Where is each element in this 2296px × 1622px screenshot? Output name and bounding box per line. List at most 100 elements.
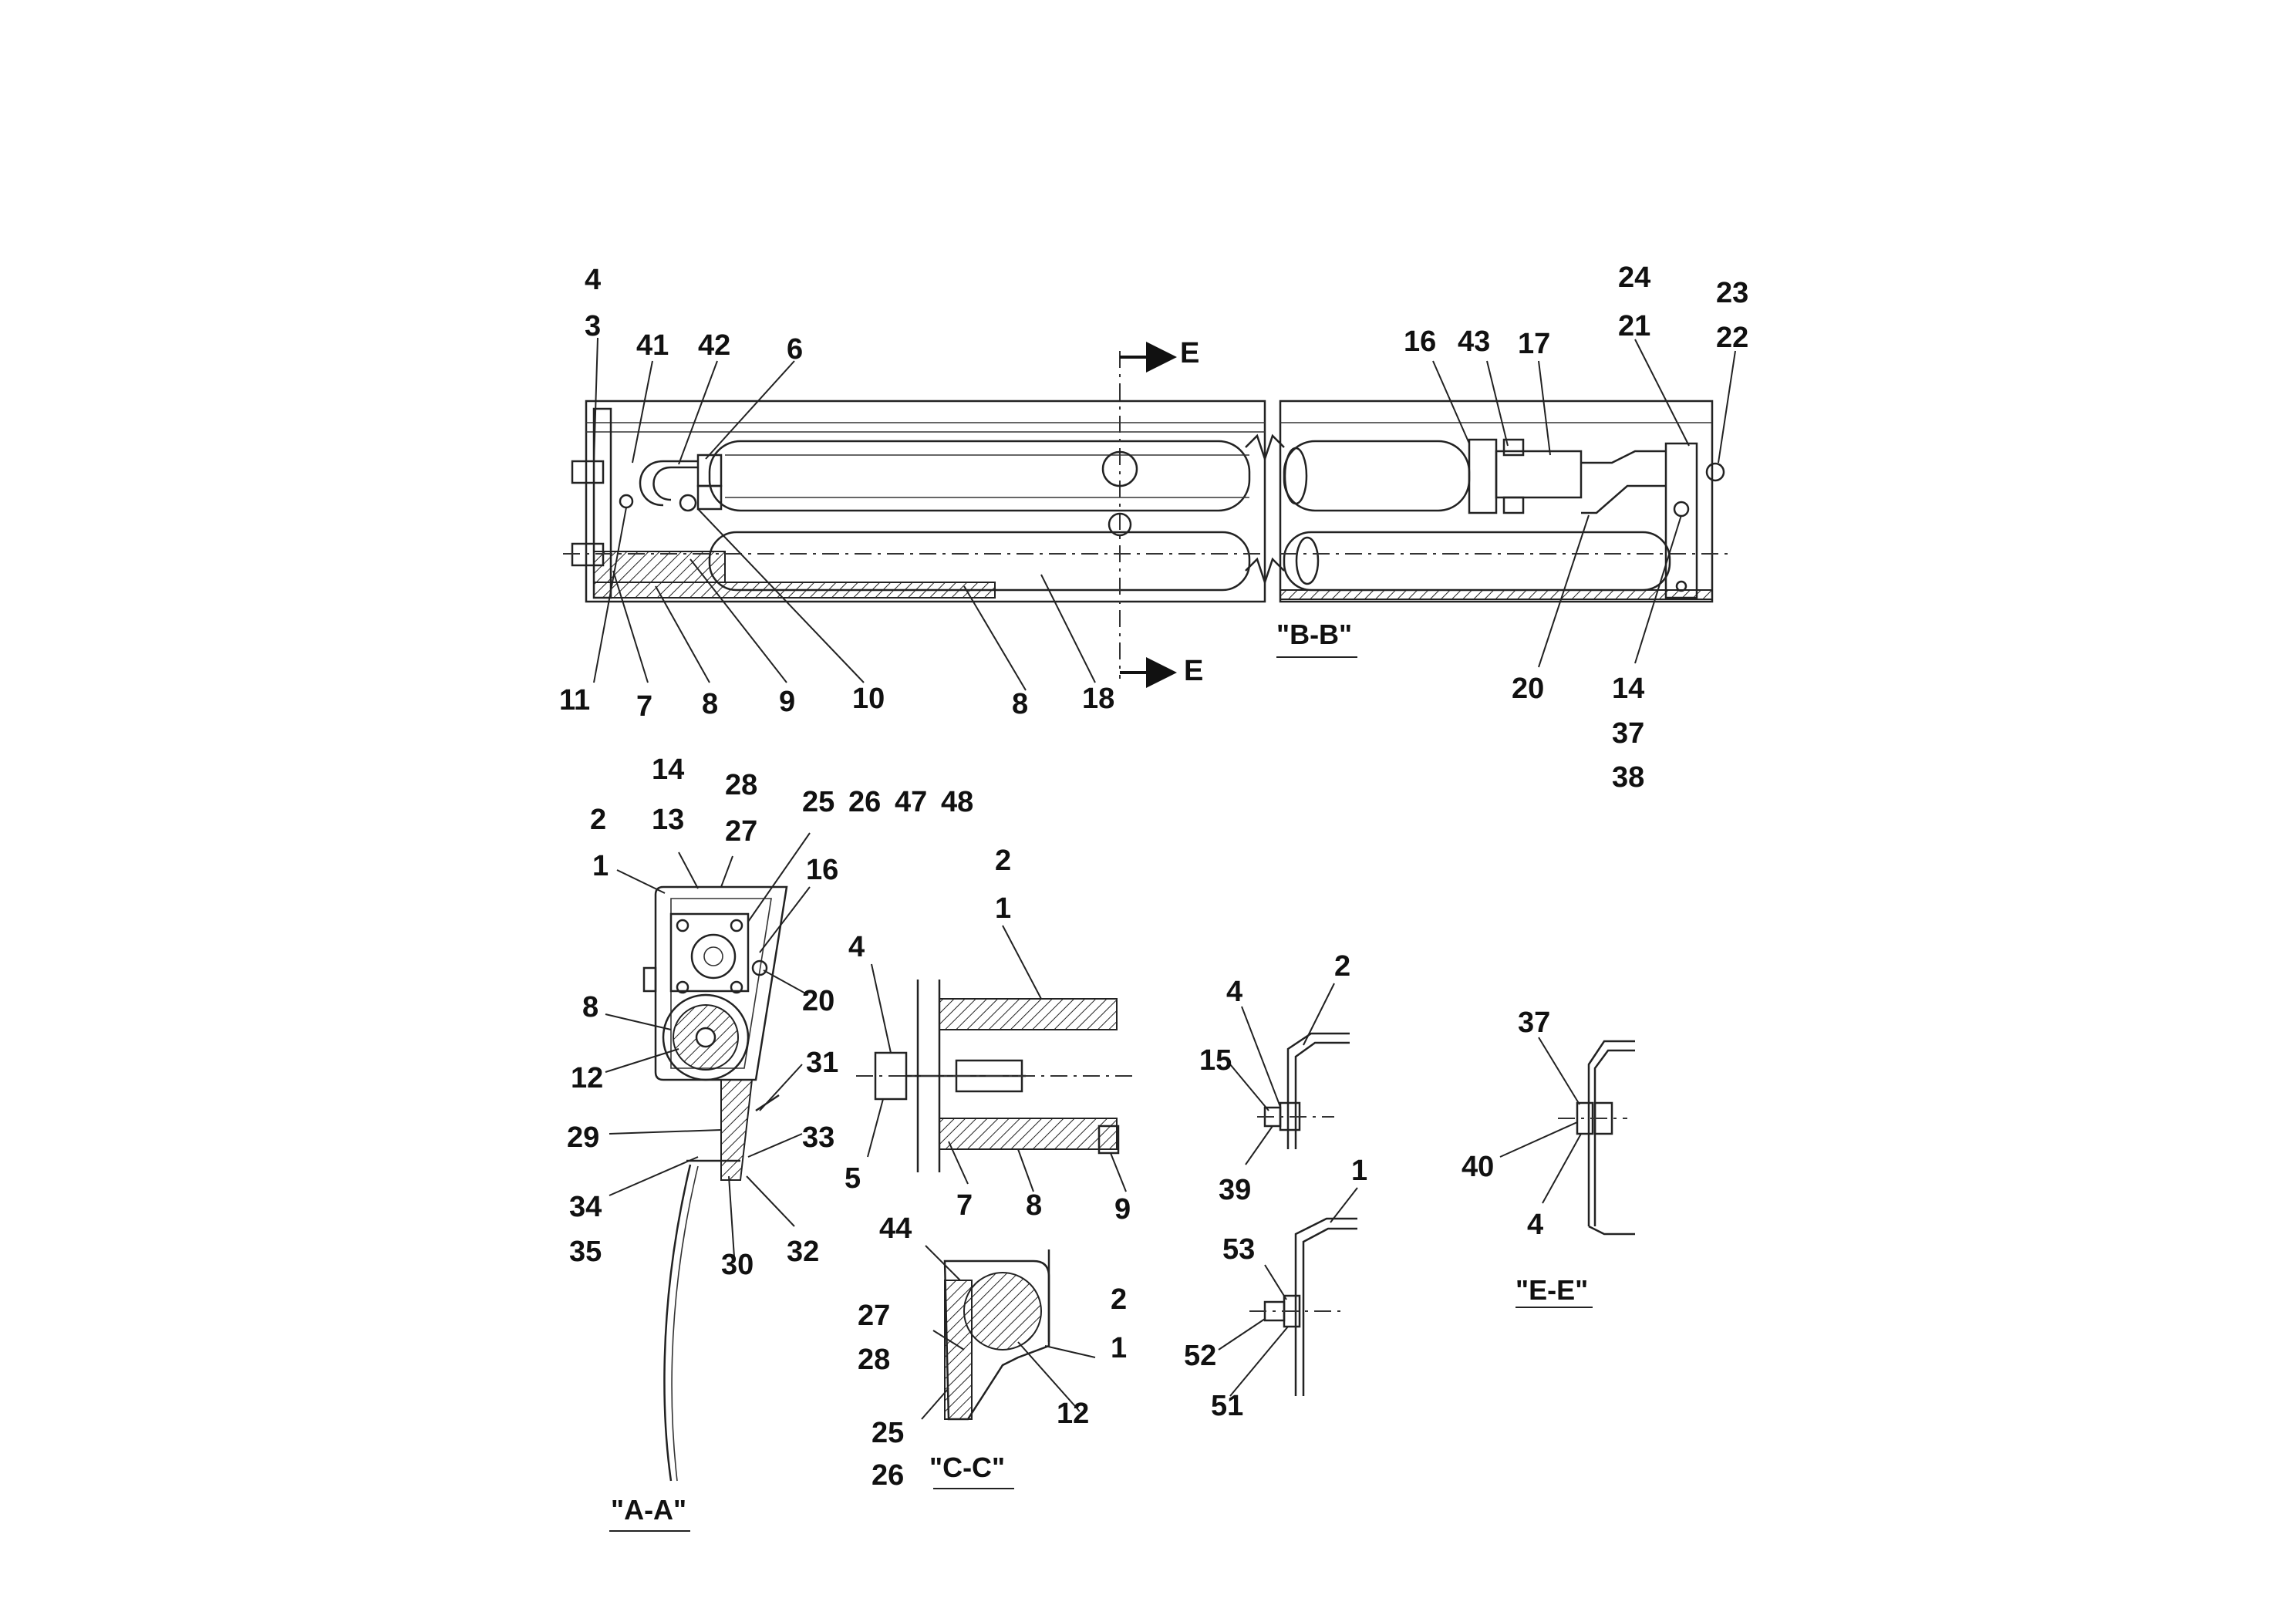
section-a-labels: 14 28 2 13 27 25 26 47 48 1 16 20 8 12 3… [567,754,973,1526]
label: 26 [872,1459,904,1492]
label: 27 [858,1300,890,1332]
label: 40 [1462,1151,1494,1183]
label: 26 [848,786,881,818]
label: 20 [802,985,834,1017]
label: 44 [879,1212,912,1245]
label: 13 [652,804,684,836]
label: 38 [1612,761,1644,794]
label: 25 [802,786,834,818]
detail-53-view [1218,1187,1358,1397]
end-bracket-right [1664,442,1698,599]
label: 17 [1518,328,1550,360]
section-a-view [605,832,811,1532]
rod-end [1495,450,1583,499]
label: 4 [848,931,865,963]
label: 4 [585,264,601,296]
detail-15-view [1229,983,1350,1165]
label: 42 [698,329,730,362]
label: 12 [571,1062,603,1094]
label: 35 [569,1236,602,1268]
flange-square [669,912,750,993]
label: 12 [1057,1398,1089,1430]
label: 20 [1512,673,1544,705]
label: 48 [941,786,973,818]
label: 2 [1111,1283,1127,1316]
label: 52 [1184,1340,1216,1372]
section-mark: E [1184,655,1203,687]
hose-loop [639,460,698,507]
label: 9 [779,686,795,718]
bolt-detail-view [856,925,1134,1192]
label: 53 [1222,1233,1255,1266]
label: 29 [567,1121,599,1154]
label: 2 [995,845,1011,877]
label: 14 [1612,673,1644,705]
label: 8 [702,688,718,720]
label: 2 [590,804,606,836]
label: 24 [1618,261,1650,294]
label: 28 [858,1344,890,1376]
view-title-c-c: "C-C" [929,1452,1005,1483]
label: 1 [1111,1332,1127,1364]
label: 7 [636,690,652,723]
label: 16 [806,854,838,886]
label: 37 [1518,1007,1550,1039]
detail-15-labels: 4 2 15 39 [1199,950,1350,1206]
cylinder-right [1283,440,1471,512]
label: 10 [852,683,885,715]
roller-c [963,1272,1042,1351]
tube-lower [939,1118,1118,1150]
detail-53-labels: 1 53 52 51 [1184,1155,1367,1422]
label: 5 [845,1162,861,1195]
cylinder-cap [1468,438,1498,514]
section-e-view [1499,1037,1635,1308]
roller-section [662,993,750,1081]
main-housing-left [585,400,1266,603]
label: 18 [1082,683,1114,715]
housing-profile [654,885,788,1081]
label: 8 [1012,688,1028,720]
view-title-a-a: "A-A" [611,1494,686,1526]
label: 6 [787,333,803,366]
label: 9 [1114,1193,1131,1226]
label: 3 [585,310,601,342]
flexible-curtain [663,1164,692,1482]
label: 28 [725,769,757,801]
label: 27 [725,815,757,848]
label: 39 [1219,1174,1251,1206]
label: 11 [559,684,590,717]
label: 7 [956,1189,973,1222]
floor-strip [593,582,996,599]
label: 33 [802,1121,834,1154]
label: 2 [1334,950,1350,983]
label: 8 [582,991,598,1023]
label: 31 [806,1047,838,1079]
label: 1 [995,892,1011,925]
cylinder-upper [708,440,1251,512]
label: 41 [636,329,669,362]
section-c-labels: 44 27 28 2 1 25 12 26 "C-C" [858,1212,1127,1492]
label: 4 [1527,1209,1543,1241]
main-view-labels: 4 3 41 42 6 16 43 17 24 21 23 22 11 7 8 … [559,261,1748,794]
label: 16 [1404,325,1436,358]
label: 21 [1618,310,1650,342]
tube-upper [939,998,1118,1030]
label: 8 [1026,1189,1042,1222]
label: 47 [895,786,927,818]
pipe-20 [1581,484,1666,514]
label: 43 [1458,325,1490,358]
label: 14 [652,754,684,786]
bolt-detail-labels: 2 1 4 5 7 8 9 [845,845,1131,1226]
cylinder-lower [708,531,1251,592]
section-e-labels: 37 40 4 "E-E" [1462,1007,1588,1306]
label: 4 [1226,976,1242,1008]
view-title-b-b: "B-B" [1276,619,1352,650]
label: 30 [721,1249,754,1281]
view-title-e-e: "E-E" [1515,1274,1588,1306]
label: 25 [872,1417,904,1449]
bolt-head [571,460,605,484]
label: 22 [1716,322,1748,354]
main-view [563,337,1736,691]
section-mark: E [1180,337,1199,369]
